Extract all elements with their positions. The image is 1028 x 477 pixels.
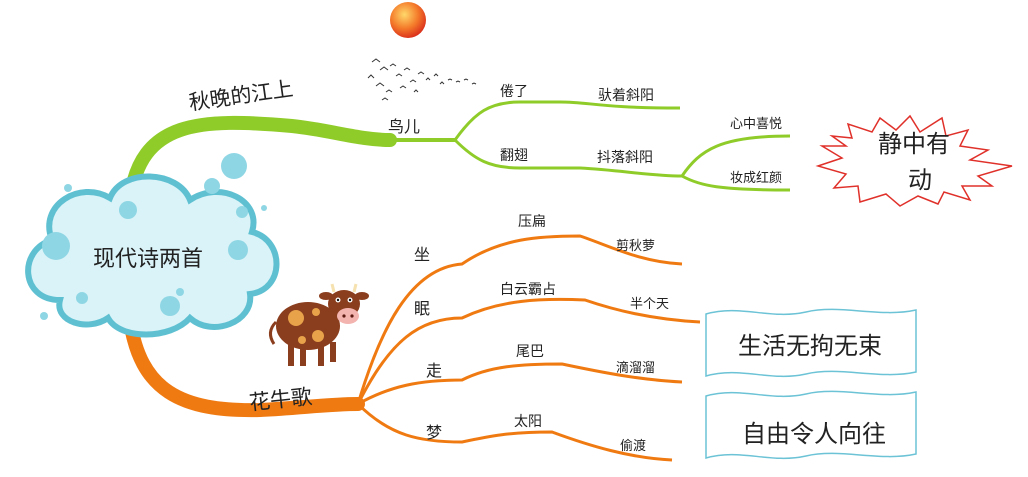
poem2-verb-3: 梦 [426, 423, 442, 442]
poem1-subbranches [453, 100, 791, 192]
poem1-action-0: 倦了 [500, 84, 528, 100]
poem2-detail-0: 剪秋萝 [616, 238, 655, 254]
poem1-title: 秋晚的江上 [187, 77, 294, 115]
poem1-summary-line2: 动 [908, 166, 932, 194]
bird-flock-icon [367, 58, 477, 101]
poem1-effect-0: 心中喜悦 [730, 117, 782, 132]
branch-poem2 [123, 313, 365, 418]
cow-icon [269, 283, 369, 366]
branch-poem1 [123, 115, 397, 207]
poem2-object-3: 太阳 [514, 414, 542, 430]
sun-icon [390, 2, 426, 38]
poem1-action-1: 翻翅 [500, 148, 528, 164]
poem1-detail-1: 抖落斜阳 [597, 150, 653, 166]
poem2-detail-3: 偷渡 [620, 438, 646, 454]
poem2-object-1: 白云霸占 [500, 282, 556, 298]
starburst-shape [815, 114, 1013, 207]
central-cloud [25, 153, 280, 338]
poem2-summary-1: 自由令人向往 [742, 420, 886, 448]
poem2-summary-0: 生活无拘无束 [738, 332, 882, 360]
poem2-verb-0: 坐 [414, 245, 430, 264]
central-topic: 现代诗两首 [93, 247, 203, 272]
poem1-subject: 鸟儿 [388, 117, 420, 136]
poem1-summary-line1: 静中有 [878, 130, 950, 158]
poem2-subbranches [356, 234, 701, 462]
poem2-detail-2: 滴溜溜 [616, 360, 655, 376]
poem2-object-2: 尾巴 [516, 344, 544, 360]
poem1-effect-1: 妆成红颜 [730, 170, 782, 186]
poem1-detail-0: 驮着斜阳 [598, 88, 654, 104]
poem2-detail-1: 半个天 [630, 297, 669, 312]
poem2-object-0: 压扁 [518, 214, 546, 230]
poem2-summary-box-0 [705, 308, 917, 378]
poem2-verb-2: 走 [426, 361, 442, 380]
poem2-summary-box-1 [705, 390, 917, 460]
poem2-verb-1: 眠 [414, 299, 430, 318]
